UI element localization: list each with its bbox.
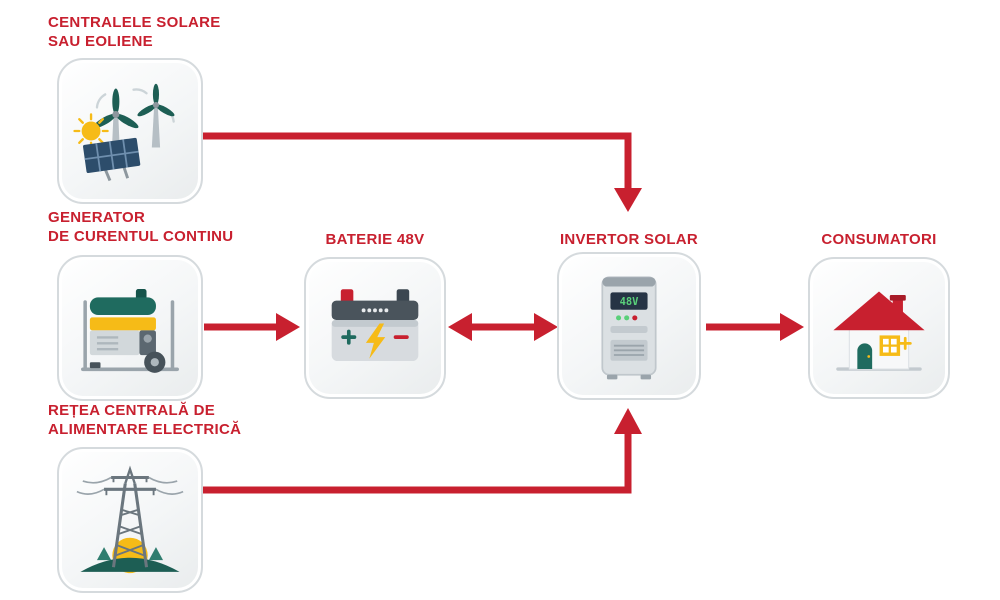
node-inverter: 48V xyxy=(557,252,701,400)
arrow-battery-inverter-bidirectional xyxy=(448,313,558,341)
label-grid-line2: ALIMENTARE ELECTRICĂ xyxy=(48,421,242,438)
arrow-inverter-to-consumers xyxy=(706,313,804,341)
power-transmission-tower-icon xyxy=(76,465,184,574)
node-battery xyxy=(304,257,446,399)
node-consumers xyxy=(808,257,950,399)
label-generator-line2: DE CURENTUL CONTINU xyxy=(48,228,234,245)
label-inverter: INVERTOR SOLAR xyxy=(559,231,699,248)
label-solar-wind: CENTRALELE SOLARE SAU EOLIENE xyxy=(48,13,221,51)
arrow-solar-to-inverter xyxy=(198,132,642,212)
inverter-display-value: 48V xyxy=(620,296,639,308)
label-generator-line1: GENERATOR xyxy=(48,209,146,226)
battery-icon xyxy=(331,289,419,362)
arrow-grid-to-inverter xyxy=(198,408,642,494)
label-solar-wind-line1: CENTRALELE SOLARE xyxy=(48,14,221,31)
house-icon xyxy=(833,291,925,371)
portable-generator-icon xyxy=(81,289,179,373)
solar-inverter-icon: 48V xyxy=(601,276,657,380)
wind-turbines-and-solar-panel-icon xyxy=(73,83,175,182)
label-grid: REȚEA CENTRALĂ DE ALIMENTARE ELECTRICĂ xyxy=(48,401,241,439)
node-generator xyxy=(57,255,203,401)
label-grid-line1: REȚEA CENTRALĂ DE xyxy=(48,402,216,419)
label-battery: BATERIE 48V xyxy=(325,231,425,248)
arrow-generator-to-battery xyxy=(204,313,300,341)
label-solar-wind-line2: SAU EOLIENE xyxy=(48,33,153,50)
node-solar-wind xyxy=(57,58,203,204)
label-consumers: CONSUMATORI xyxy=(821,231,937,248)
label-generator: GENERATOR DE CURENTUL CONTINU xyxy=(48,208,233,246)
node-grid xyxy=(57,447,203,593)
